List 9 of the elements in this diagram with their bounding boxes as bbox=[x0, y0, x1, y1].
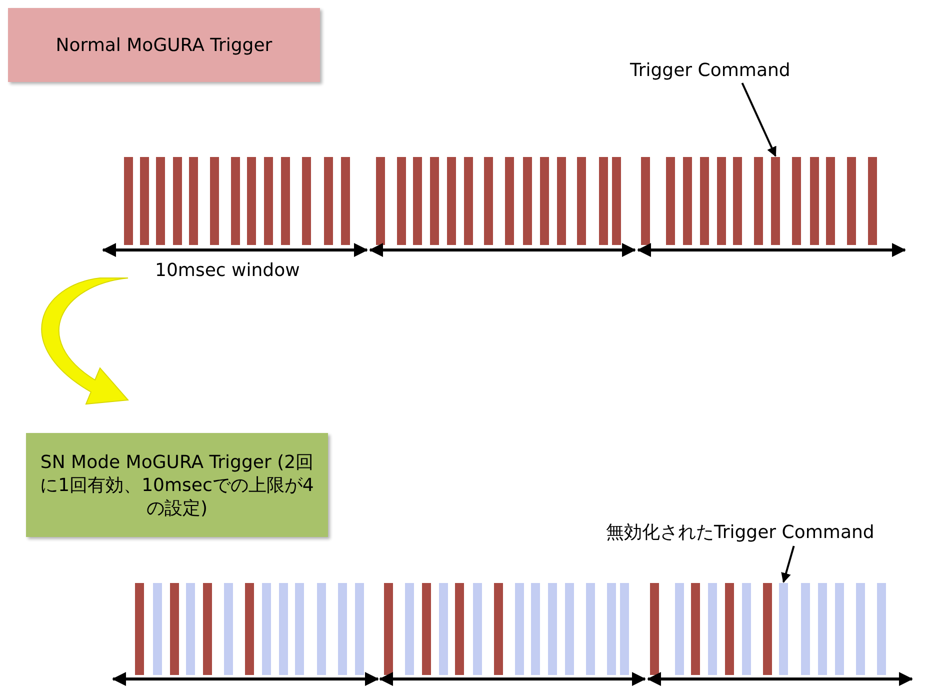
leader-line bbox=[781, 546, 795, 583]
callout-text: Trigger Command bbox=[630, 60, 790, 81]
dimension-label: 10msec window bbox=[155, 260, 300, 281]
title-box: SN Mode MoGURA Trigger (2回に1回有効、10msecでの上限が4の設定) bbox=[26, 433, 328, 537]
disabled-trigger-bar bbox=[779, 583, 788, 675]
callout-text: 無効化されたTrigger Command bbox=[606, 520, 874, 544]
title-box: Normal MoGURA Trigger bbox=[8, 8, 320, 82]
trigger-bar bbox=[771, 157, 780, 245]
leader-line bbox=[741, 82, 776, 157]
